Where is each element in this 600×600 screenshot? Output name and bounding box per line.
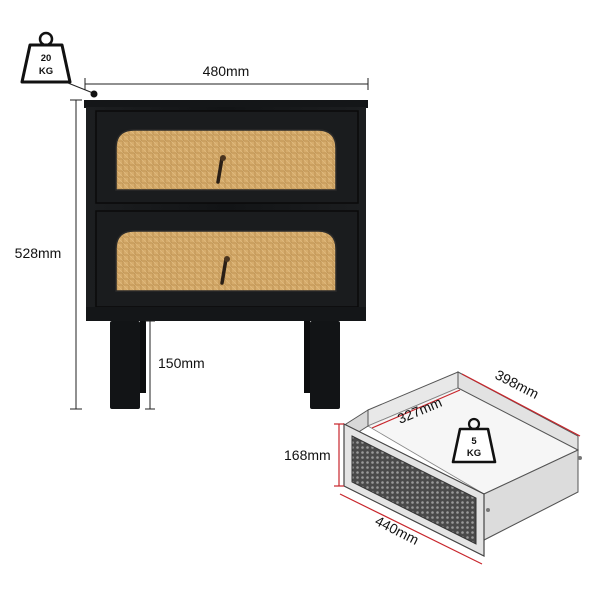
leg-back-right (304, 321, 310, 393)
nightstand (84, 100, 368, 409)
leader-dot (90, 90, 98, 98)
drawer-front-top (95, 110, 359, 204)
weight-leader-line (67, 82, 94, 94)
height-label: 528mm (15, 245, 62, 261)
leg-height-label: 150mm (158, 355, 205, 371)
leg-height-dimension: 150mm (145, 320, 205, 410)
nightstand-top (84, 100, 368, 108)
width-dimension: 480mm (84, 63, 369, 90)
weight-icon: 20 KG (20, 31, 72, 84)
leg-front-left (110, 321, 140, 409)
leg-back-left (140, 321, 146, 393)
drawer-knob-top (216, 156, 224, 184)
drawer-mesh-panel (351, 435, 477, 545)
height-dimension: 528mm (15, 99, 82, 410)
nightstand-weight-value: 20 (41, 53, 52, 64)
drawer-front-bottom (95, 210, 359, 308)
drawer-weight-unit: KG (467, 448, 481, 459)
width-label: 480mm (203, 63, 250, 79)
nightstand-weight-unit: KG (39, 66, 53, 77)
weight-icon: 5 KG (451, 417, 497, 464)
drawer-weight-value: 5 (471, 436, 477, 447)
leg-front-right (310, 321, 340, 409)
drawer-isometric (343, 371, 582, 557)
drawer-height-label: 168mm (284, 447, 331, 463)
drawer-knob-bottom (220, 257, 228, 285)
